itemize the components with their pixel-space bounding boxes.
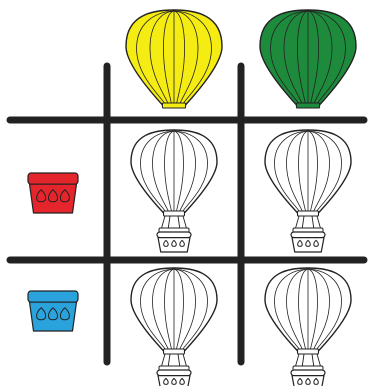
balloon-envelope-outline: [131, 130, 217, 216]
cell-r2-c2-balloon: [265, 268, 351, 386]
balloon-basket-outline: [291, 232, 325, 252]
cell-r2-c1-balloon: [131, 268, 217, 386]
balloon-basket-outline: [291, 370, 325, 386]
blue-basket-icon: [28, 291, 78, 331]
yellow-balloon-envelope-icon: [126, 10, 222, 108]
balloon-envelope-outline: [265, 130, 351, 216]
cell-r1-c2-balloon: [265, 130, 351, 252]
balloon-envelope-outline: [265, 268, 351, 354]
red-basket-icon: [28, 173, 78, 213]
green-balloon-envelope-icon: [260, 10, 356, 108]
balloon-basket-outline: [157, 232, 191, 252]
balloon-envelope-outline: [131, 268, 217, 354]
cell-r1-c1-balloon: [131, 130, 217, 252]
balloon-basket-outline: [157, 370, 191, 386]
